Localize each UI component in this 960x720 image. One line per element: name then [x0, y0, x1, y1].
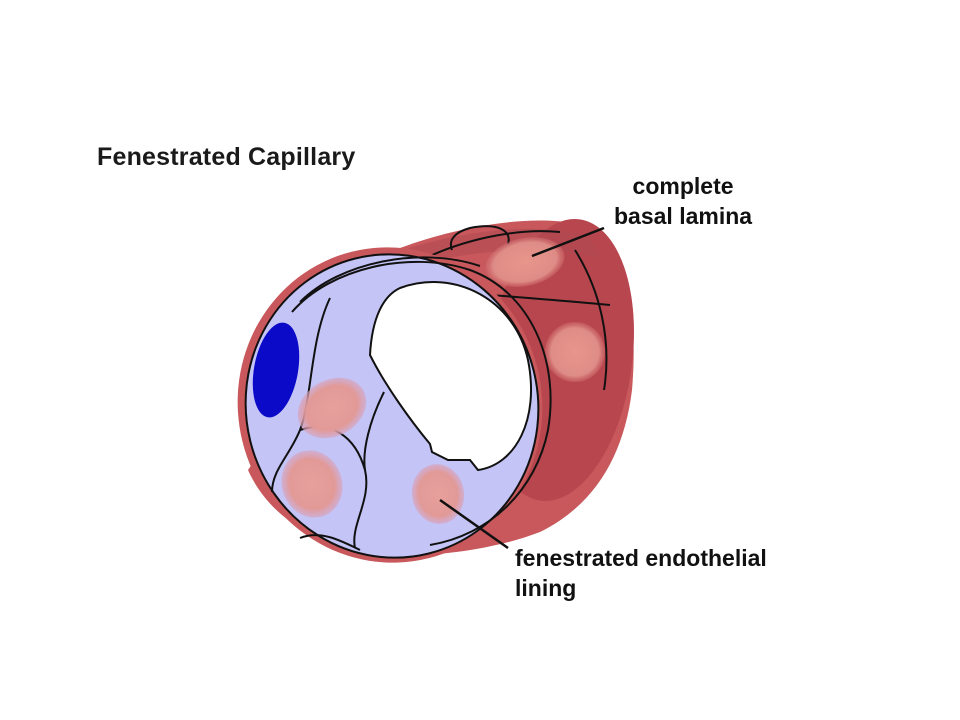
- basal-lamina-label: complete basal lamina: [614, 171, 752, 231]
- endothelial-lining: [237, 247, 552, 563]
- nucleus: [252, 322, 300, 418]
- basal-lamina-label-line-1: complete: [632, 173, 734, 199]
- fenestration-back-2: [545, 322, 605, 382]
- endothelial-lining-label-line-2: lining: [515, 575, 577, 601]
- basal-lamina-leader-line: [531, 226, 605, 258]
- fenestration-front-2: [281, 450, 343, 518]
- lumen: [368, 281, 533, 472]
- endothelial-lining-leader-line: [439, 498, 509, 550]
- fenestration-front-1: [297, 377, 367, 439]
- fenestration-back-1: [485, 237, 565, 287]
- endothelial-lining-label-line-1: fenestrated endothelial: [515, 545, 767, 571]
- basal-lamina-label-line-2: basal lamina: [614, 203, 753, 229]
- endothelial-lining-label: fenestrated endothelial lining: [515, 543, 767, 603]
- diagram-title: Fenestrated Capillary: [97, 143, 356, 171]
